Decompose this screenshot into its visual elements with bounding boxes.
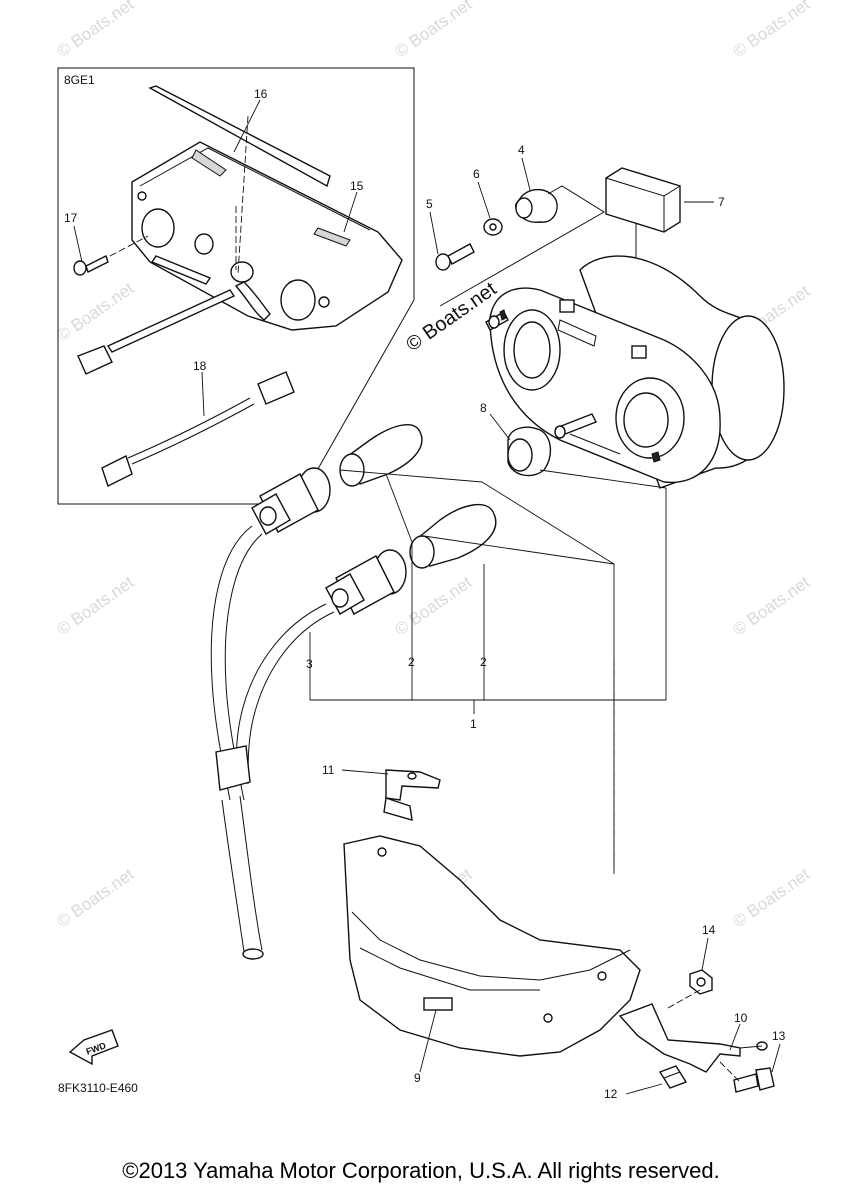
bulb-upper xyxy=(339,424,423,487)
case-pin xyxy=(651,451,661,463)
case-rib xyxy=(569,433,621,455)
callout-12: 12 xyxy=(604,1087,618,1101)
grommet-face xyxy=(515,197,533,219)
case-tab xyxy=(559,299,575,313)
inset-8ge1: 8GE1 xyxy=(57,67,415,505)
fwd-arrow: FWD xyxy=(68,1029,119,1066)
seal-strip xyxy=(148,85,331,188)
watermark: © Boats.net xyxy=(53,278,137,345)
cover-hole xyxy=(543,1013,553,1023)
screw-shank xyxy=(447,243,475,265)
case-rib xyxy=(557,319,597,347)
screw-17 xyxy=(73,235,149,276)
harness-connector xyxy=(257,371,295,405)
callout-6: 6 xyxy=(473,167,480,181)
lamp-housing xyxy=(131,141,403,331)
screw-head xyxy=(435,253,451,271)
callout-11: 11 xyxy=(322,763,335,777)
callout-8: 8 xyxy=(480,401,487,415)
watermark: © Boats.net xyxy=(53,0,137,61)
hardware-guide xyxy=(439,185,605,307)
housing-hole xyxy=(318,296,330,308)
socket-right xyxy=(280,279,316,321)
stay-10 xyxy=(618,1003,768,1073)
callout-1: 1 xyxy=(470,717,477,731)
mount-hardware xyxy=(435,185,605,307)
cable-tape xyxy=(215,745,251,791)
callout-3: 3 xyxy=(306,657,313,671)
callout-16: 16 xyxy=(254,87,268,101)
boats-net-stamp: © Boats.net xyxy=(402,278,501,356)
callout-17: 17 xyxy=(64,211,78,225)
callout-4: 4 xyxy=(518,143,525,157)
case-pin xyxy=(499,309,507,321)
grommet-8 xyxy=(507,426,551,477)
watermark: © Boats.net xyxy=(729,572,813,639)
harness-bend xyxy=(234,281,271,321)
callout-13: 13 xyxy=(772,1029,786,1043)
case-lens-back xyxy=(711,315,785,461)
bulb-lower xyxy=(409,503,497,569)
callout-2: 2 xyxy=(408,655,415,669)
callout-7: 7 xyxy=(718,195,725,209)
watermark: © Boats.net xyxy=(53,864,137,931)
copyright-notice: ©2013 Yamaha Motor Corporation, U.S.A. A… xyxy=(122,1158,720,1183)
watermark: © Boats.net xyxy=(53,572,137,639)
pad-7 xyxy=(605,167,681,306)
housing-slot xyxy=(191,149,227,177)
washer-hole xyxy=(489,223,497,231)
grommet xyxy=(194,233,214,255)
connector xyxy=(77,345,113,375)
watermark: © Boats.net xyxy=(729,864,813,931)
housing-edge xyxy=(139,147,371,231)
clip-12 xyxy=(658,1065,688,1089)
diagram-code: 8FK3110-E460 xyxy=(58,1081,138,1095)
harness-connector xyxy=(101,455,133,487)
housing-slot xyxy=(313,227,351,247)
clip-11 xyxy=(383,769,441,821)
leader-lines xyxy=(73,99,781,1095)
cable-end xyxy=(242,948,264,960)
housing-hole xyxy=(137,191,147,201)
callout-2: 2 xyxy=(480,655,487,669)
callouts: 1 2 2 3 4 5 6 7 8 9 10 11 12 13 14 15 16… xyxy=(64,87,786,1101)
socket-upper xyxy=(251,467,331,535)
harness-wire xyxy=(127,397,251,459)
callout-18: 18 xyxy=(193,359,207,373)
watermark: © Boats.net xyxy=(729,0,813,61)
socket-center xyxy=(230,261,254,283)
harness-wire xyxy=(131,403,255,465)
case-bore-left-inner xyxy=(513,321,551,379)
wire-lead xyxy=(106,289,236,353)
wire-cable xyxy=(210,525,335,960)
socket-lower xyxy=(325,549,407,615)
case-tab xyxy=(631,345,647,359)
callout-9: 9 xyxy=(414,1071,421,1085)
callout-5: 5 xyxy=(426,197,433,211)
case-stud-end xyxy=(488,315,500,329)
socket-left xyxy=(141,208,175,248)
case-bore-right-inner xyxy=(623,392,669,448)
watermark: © Boats.net xyxy=(391,0,475,61)
assembly-axes xyxy=(235,115,741,1083)
cover-slot xyxy=(423,997,453,1011)
callout-14: 14 xyxy=(702,923,716,937)
inset-label: 8GE1 xyxy=(64,73,95,87)
callout-15: 15 xyxy=(350,179,364,193)
callout-10: 10 xyxy=(734,1011,748,1025)
cover-hole xyxy=(597,971,607,981)
lower-cover xyxy=(343,835,641,1057)
cover-hole xyxy=(377,847,387,857)
bolt-13 xyxy=(733,1067,775,1093)
wire-lead xyxy=(150,255,212,285)
nut-14 xyxy=(689,969,713,995)
inset-frame xyxy=(57,67,415,505)
light-case xyxy=(485,255,785,489)
case-stud-end xyxy=(554,425,566,439)
